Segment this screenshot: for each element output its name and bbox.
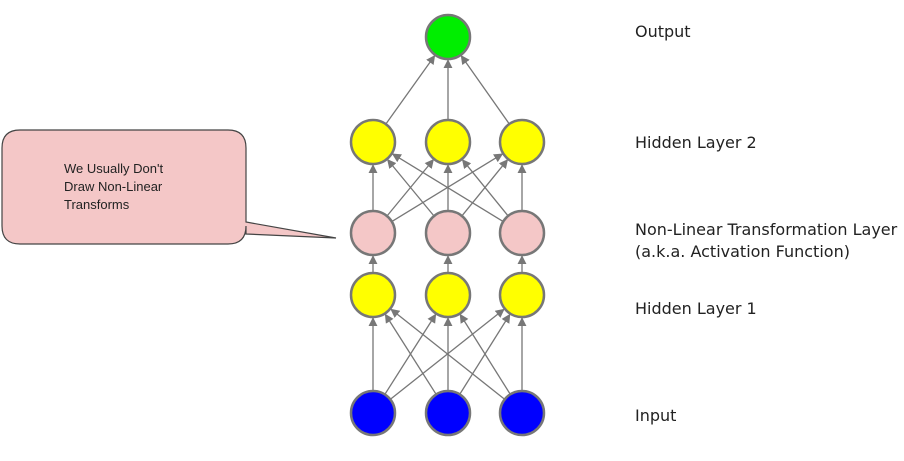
hidden2-node-3 — [498, 118, 546, 166]
edge-nonlinear-3-to-hidden2-1 — [391, 153, 504, 223]
hidden1-node-1 — [349, 271, 397, 319]
nonlinear-layer-label-line-2: (a.k.a. Activation Function) — [635, 242, 850, 261]
connection-edges — [368, 54, 527, 400]
nonlinear-node-3 — [498, 209, 546, 257]
hidden1-node-2 — [424, 271, 472, 319]
edge-input-3-to-hidden1-1 — [390, 308, 506, 400]
hidden-layer-2-label: Hidden Layer 2 — [635, 133, 757, 152]
input-node-3 — [498, 389, 546, 437]
callout-text: We Usually Don't Draw Non-Linear Transfo… — [64, 160, 163, 214]
callout-bubble — [1, 129, 337, 245]
hidden2-node-2 — [424, 118, 472, 166]
hidden2-node-1 — [349, 118, 397, 166]
input-node-1 — [349, 389, 397, 437]
output-node-1 — [424, 13, 472, 61]
nonlinear-layer-label-line-1: Non-Linear Transformation Layer — [635, 220, 898, 239]
output-layer-label: Output — [635, 22, 691, 41]
edge-nonlinear-3-to-hidden2-2 — [461, 159, 509, 217]
nonlinear-node-2 — [424, 209, 472, 257]
hidden1-node-3 — [498, 271, 546, 319]
edge-hidden2-1-to-output — [385, 54, 436, 125]
edge-input-3-to-hidden1-2 — [459, 313, 511, 395]
network-nodes — [349, 13, 546, 437]
edge-hidden2-3-to-output — [460, 55, 510, 125]
edge-input-2-to-hidden1-1 — [384, 313, 437, 395]
callout-line-1: We Usually Don't — [64, 161, 164, 176]
input-layer-label: Input — [635, 406, 677, 425]
edge-nonlinear-2-to-hidden2-1 — [387, 159, 435, 217]
callout-line-2: Draw Non-Linear — [64, 179, 163, 194]
input-node-2 — [424, 389, 472, 437]
nonlinear-node-1 — [349, 209, 397, 257]
hidden-layer-1-label: Hidden Layer 1 — [635, 299, 757, 318]
callout-line-3: Transforms — [64, 197, 130, 212]
